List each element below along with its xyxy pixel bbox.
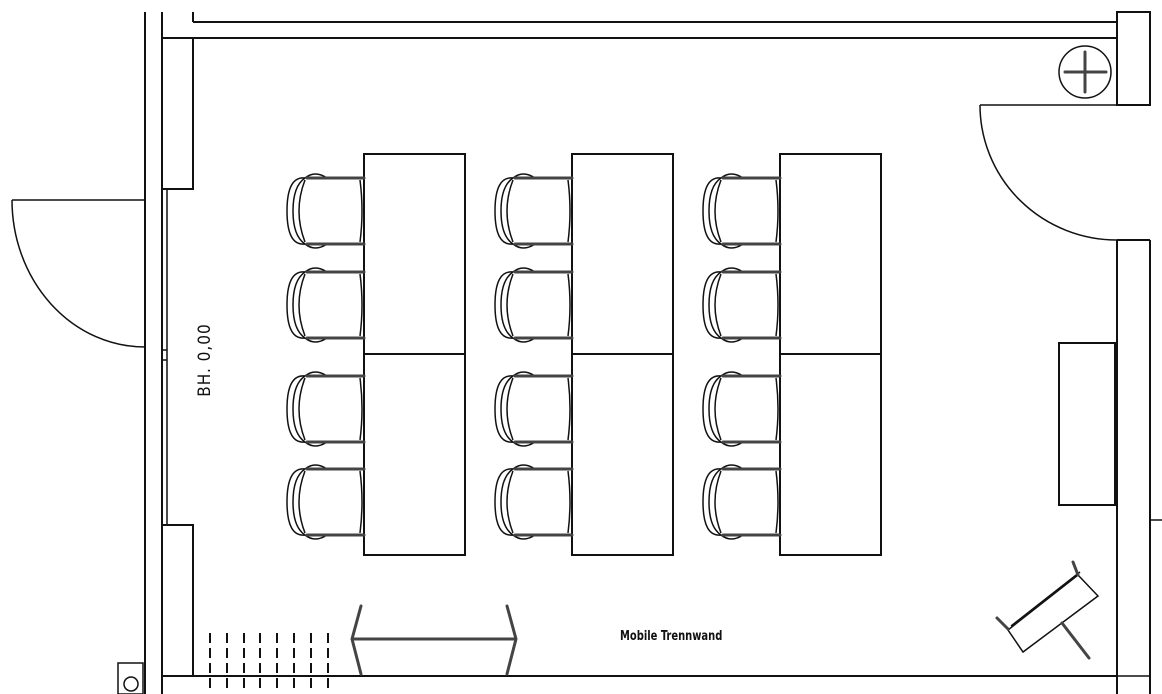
table — [571, 153, 674, 355]
left-door-swing — [11, 199, 146, 348]
table — [363, 153, 466, 355]
column-symbol-icon — [1058, 45, 1112, 99]
tables — [363, 153, 882, 556]
chair — [285, 266, 366, 344]
lectern — [995, 560, 1100, 660]
mobile-partition — [350, 604, 518, 676]
left-wall — [144, 12, 194, 694]
table — [363, 353, 466, 556]
chairs — [285, 172, 782, 541]
partition-label: Mobile Trennwand — [620, 629, 723, 644]
chair — [493, 463, 574, 541]
chair — [493, 172, 574, 250]
chair — [701, 266, 782, 344]
dashed-lines — [209, 633, 329, 690]
bottom-wall — [117, 662, 1117, 694]
chair — [493, 370, 574, 448]
chair — [701, 463, 782, 541]
chair — [701, 370, 782, 448]
elevation-label: BH. 0,00 — [195, 323, 215, 397]
chair — [285, 463, 366, 541]
table — [779, 353, 882, 556]
top-wall — [162, 12, 1117, 39]
table — [779, 153, 882, 355]
chair — [285, 172, 366, 250]
chair — [493, 266, 574, 344]
cabinet — [1058, 342, 1116, 506]
right-door-swing — [979, 104, 1118, 241]
table — [571, 353, 674, 556]
chair — [701, 172, 782, 250]
right-wall — [1116, 11, 1162, 694]
chair — [285, 370, 366, 448]
